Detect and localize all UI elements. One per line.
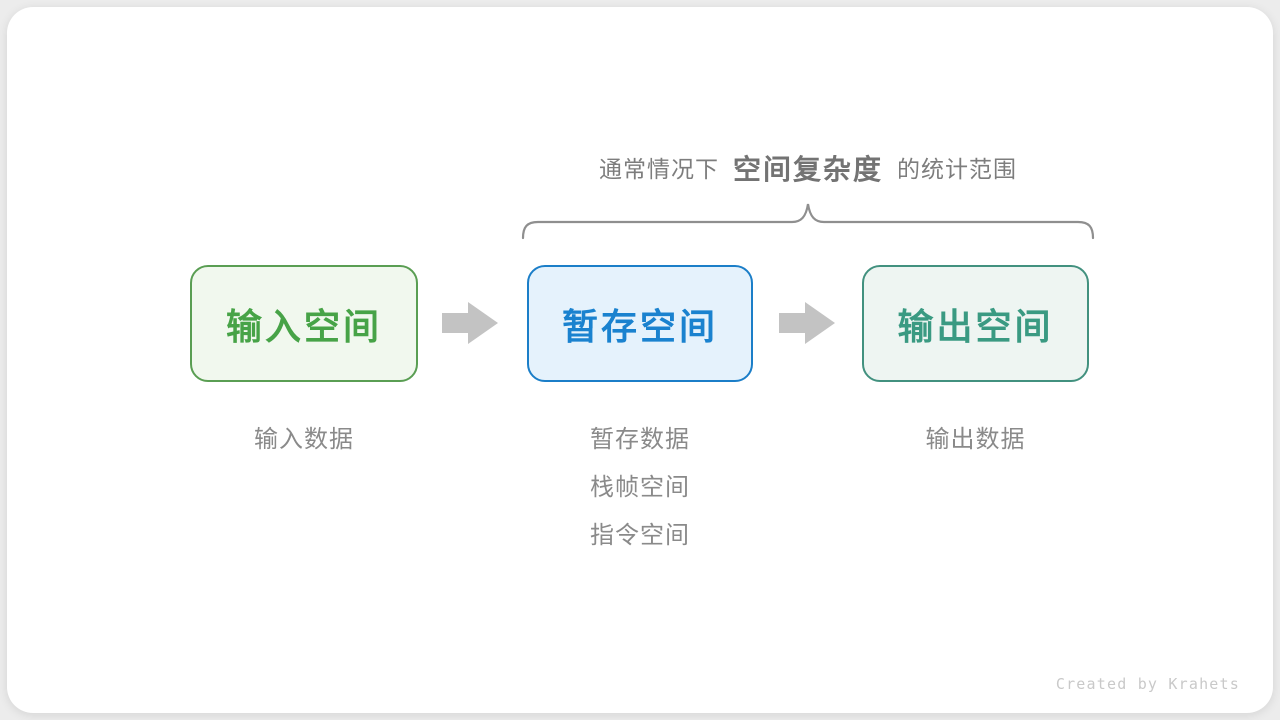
arrow-right-icon (442, 302, 498, 344)
notes-input-space: 输入数据 (190, 416, 418, 464)
notes-temp-space: 暂存数据 栈帧空间 指令空间 (527, 416, 753, 560)
note-item: 指令空间 (590, 522, 690, 549)
annotation-prefix: 通常情况下 (598, 156, 719, 182)
notes-output-space: 输出数据 (862, 416, 1089, 464)
arrow-right-icon (779, 302, 835, 344)
note-item: 输出数据 (925, 426, 1026, 453)
annotation-highlight: 空间复杂度 (732, 154, 883, 185)
node-temp-space: 暂存空间 (527, 265, 753, 382)
note-item: 暂存数据 (590, 426, 690, 453)
scope-annotation: 通常情况下空间复杂度的统计范围 (508, 148, 1108, 188)
node-input-space: 输入空间 (190, 265, 418, 382)
node-temp-space-label: 暂存空间 (561, 305, 718, 347)
note-item: 输入数据 (254, 426, 354, 453)
node-output-space-label: 输出空间 (897, 305, 1054, 347)
node-output-space: 输出空间 (862, 265, 1089, 382)
annotation-suffix: 的统计范围 (897, 156, 1017, 182)
node-input-space-label: 输入空间 (225, 305, 382, 347)
note-item: 栈帧空间 (590, 474, 690, 501)
scope-brace-icon (521, 203, 1095, 240)
watermark-credit: Created by Krahets (1055, 675, 1240, 693)
